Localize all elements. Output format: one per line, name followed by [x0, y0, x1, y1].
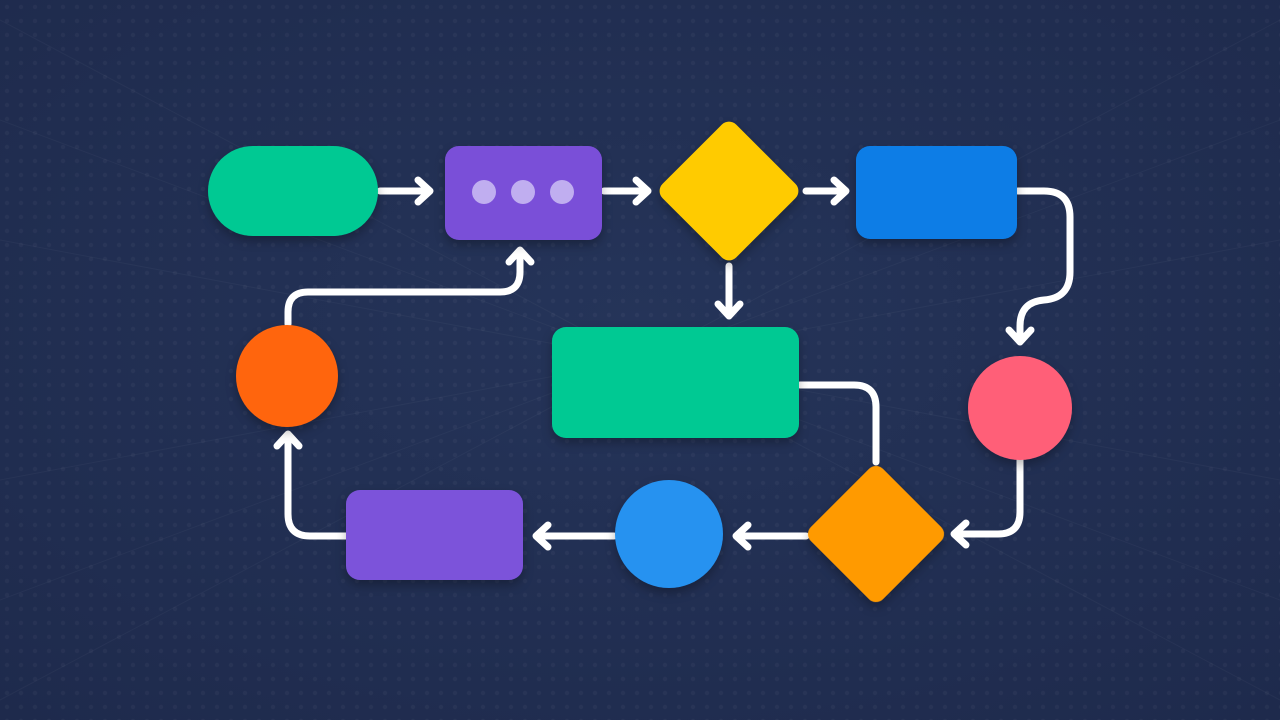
process-green-large-node[interactable]: [552, 327, 799, 438]
edge-light-blue-to-purple: [532, 521, 618, 551]
decision-2-diamond[interactable]: [804, 462, 948, 606]
edge-decision-1-to-green-large: [714, 262, 744, 320]
edge-orange-to-menu: [284, 246, 535, 328]
edge-purple-to-orange: [273, 430, 350, 540]
edge-decision-2-to-light-blue: [732, 521, 810, 551]
start-terminal-node[interactable]: [208, 146, 378, 236]
connectors: [273, 176, 1074, 551]
edge-menu-to-decision-1: [600, 176, 652, 206]
process-purple-node[interactable]: [346, 490, 523, 580]
connector-pink-node[interactable]: [968, 356, 1072, 460]
process-blue-node[interactable]: [856, 146, 1017, 239]
connector-light-blue-node[interactable]: [615, 480, 723, 588]
edge-decision-1-to-blue: [802, 176, 850, 206]
nodes: [208, 117, 1072, 606]
edge-pink-to-decision-2: [950, 456, 1024, 549]
edge-start-to-menu: [376, 176, 434, 206]
process-menu-node[interactable]: [445, 146, 602, 240]
ellipsis-icon: [472, 180, 574, 204]
edge-blue-to-pink: [1005, 187, 1074, 346]
decision-1-diamond[interactable]: [655, 117, 802, 264]
edge-green-large-to-decision-2: [796, 381, 880, 466]
connector-orange-node[interactable]: [236, 325, 338, 427]
